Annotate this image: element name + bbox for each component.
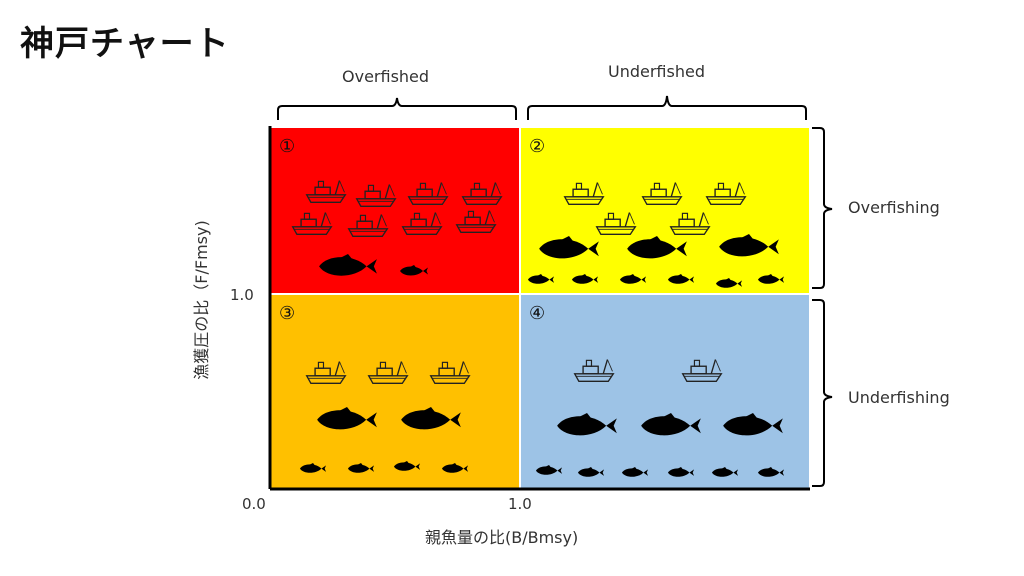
fishing-boat-icon bbox=[563, 180, 605, 210]
quadrant-2-number: ② bbox=[529, 136, 546, 157]
fish-silhouette-icon bbox=[757, 463, 785, 482]
fishing-boat-icon bbox=[291, 210, 333, 240]
fish-silhouette-icon bbox=[625, 236, 689, 266]
quadrant-4-number: ④ bbox=[529, 303, 546, 324]
overfishing-bracket bbox=[812, 127, 833, 289]
fishing-boat-icon bbox=[305, 359, 347, 389]
fishing-boat-icon bbox=[355, 182, 397, 212]
fishing-boat-icon bbox=[573, 357, 615, 387]
fish-silhouette-icon bbox=[315, 407, 379, 437]
fish-silhouette-icon bbox=[757, 270, 785, 289]
underfishing-bracket bbox=[812, 299, 833, 487]
fishing-boat-icon bbox=[681, 357, 723, 387]
fish-silhouette-icon bbox=[393, 457, 421, 476]
fishing-boat-icon bbox=[641, 180, 683, 210]
fishing-boat-icon bbox=[705, 180, 747, 210]
fish-silhouette-icon bbox=[347, 459, 375, 478]
fish-silhouette-icon bbox=[667, 463, 695, 482]
y-tick-1: 1.0 bbox=[230, 286, 254, 304]
fish-silhouette-icon bbox=[667, 270, 695, 289]
fish-silhouette-icon bbox=[577, 463, 605, 482]
fishing-boat-icon bbox=[455, 208, 497, 238]
x-tick-1: 1.0 bbox=[508, 495, 532, 513]
quadrant-3: ③ bbox=[271, 295, 519, 488]
quadrant-2: ② bbox=[521, 128, 809, 293]
fishing-boat-icon bbox=[407, 180, 449, 210]
quadrant-3-number: ③ bbox=[279, 303, 296, 324]
fish-silhouette-icon bbox=[317, 254, 379, 283]
overfishing-label: Overfishing bbox=[848, 198, 940, 217]
fish-silhouette-icon bbox=[571, 270, 599, 289]
quadrant-1: ① bbox=[271, 128, 519, 293]
fish-silhouette-icon bbox=[441, 459, 469, 478]
overfished-bracket bbox=[277, 97, 517, 120]
fish-silhouette-icon bbox=[715, 274, 743, 293]
fishing-boat-icon bbox=[305, 178, 347, 208]
page-title: 神戸チャート bbox=[20, 24, 230, 64]
fish-silhouette-icon bbox=[619, 270, 647, 289]
fishing-boat-icon bbox=[401, 210, 443, 240]
fish-silhouette-icon bbox=[527, 270, 555, 289]
fish-silhouette-icon bbox=[399, 262, 429, 281]
fish-silhouette-icon bbox=[621, 463, 649, 482]
overfished-label: Overfished bbox=[342, 67, 430, 86]
underfished-bracket bbox=[527, 95, 807, 120]
fishing-boat-icon bbox=[595, 210, 637, 240]
fish-silhouette-icon bbox=[537, 236, 601, 266]
fishing-boat-icon bbox=[347, 212, 389, 242]
fish-silhouette-icon bbox=[721, 413, 785, 443]
fish-silhouette-icon bbox=[555, 413, 619, 443]
underfishing-label: Underfishing bbox=[848, 388, 950, 407]
fishing-boat-icon bbox=[429, 359, 471, 389]
fish-silhouette-icon bbox=[535, 461, 563, 480]
fish-silhouette-icon bbox=[639, 413, 703, 443]
fish-silhouette-icon bbox=[717, 234, 781, 264]
fishing-boat-icon bbox=[367, 359, 409, 389]
quadrant-1-number: ① bbox=[279, 136, 296, 157]
fish-silhouette-icon bbox=[399, 407, 463, 437]
fishing-boat-icon bbox=[669, 210, 711, 240]
fishing-boat-icon bbox=[461, 180, 503, 210]
x-tick-0: 0.0 bbox=[242, 495, 266, 513]
quadrant-4: ④ bbox=[521, 295, 809, 488]
fish-silhouette-icon bbox=[299, 459, 327, 478]
fish-silhouette-icon bbox=[711, 463, 739, 482]
x-axis-label: 親魚量の比(B/Bmsy) bbox=[425, 528, 579, 547]
underfished-label: Underfished bbox=[608, 62, 705, 81]
